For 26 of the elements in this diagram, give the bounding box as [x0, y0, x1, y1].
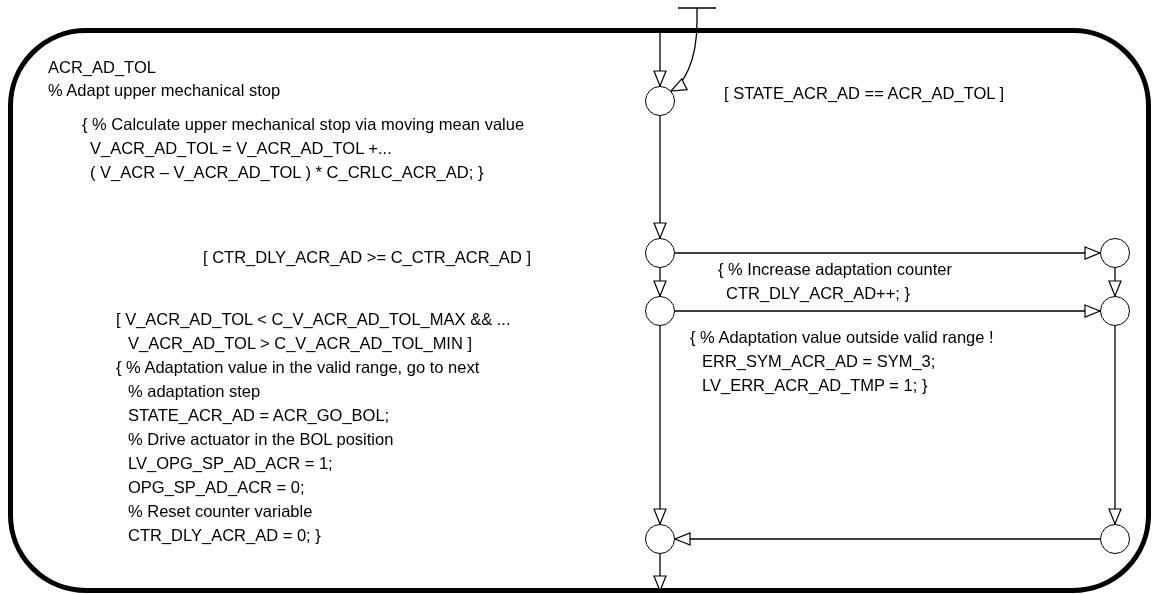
transition-label: [ CTR_DLY_ACR_AD >= C_CTR_ACR_AD ] [203, 247, 531, 268]
junction-circle [645, 238, 675, 268]
junction-circle [645, 524, 675, 554]
transition-arrow [653, 553, 667, 592]
transition-arrow [670, 7, 698, 92]
transition-arrow [653, 325, 667, 525]
transition-label: [ V_ACR_AD_TOL < C_V_ACR_AD_TOL_MAX && ... V_ACR_AD_TOL > C_V_ACR_AD_TOL_MIN ] { % Adaptation value in the valid range, go to next % adaptation step STATE_ACR_AD = ACR_GO_BOL; % Drive actuator in the BOL position LV_OPG_SP_AD_ACR = 1; OPG_SP_AD_ACR = 0; % Reset counter variable CTR_DLY_ACR_AD = 0; } [116, 309, 511, 546]
transition-arrow [1108, 325, 1122, 525]
junction-circle [1100, 296, 1130, 326]
junction-circle [1100, 524, 1130, 554]
transition-label: { % Increase adaptation counter CTR_DLY_ACR_AD++; } [718, 259, 952, 304]
junction-circle [645, 86, 675, 116]
state-name: ACR_AD_TOL [48, 57, 156, 78]
transition-arrow [653, 267, 667, 297]
transition-label: { % Calculate upper mechanical stop via moving mean value V_ACR_AD_TOL = V_ACR_AD_TOL +... ( V_ACR – V_ACR_AD_TOL ) * C_CRLC_ACR_AD; } [82, 114, 525, 183]
transition-arrow [674, 304, 1101, 318]
transition-arrow [674, 532, 1101, 546]
junction-circle [645, 296, 675, 326]
transition-arrow [1108, 267, 1122, 297]
state-box [8, 28, 1151, 593]
transition-label: [ STATE_ACR_AD == ACR_AD_TOL ] [724, 83, 1004, 104]
transition-label: { % Adaptation value outside valid range ! ERR_SYM_ACR_AD = SYM_3; LV_ERR_ACR_AD_TMP = 1; } [690, 327, 994, 396]
transition-arrow [674, 246, 1101, 260]
transition-arrow [653, 115, 667, 239]
state-comment: % Adapt upper mechanical stop [48, 80, 281, 101]
junction-circle [1100, 238, 1130, 268]
